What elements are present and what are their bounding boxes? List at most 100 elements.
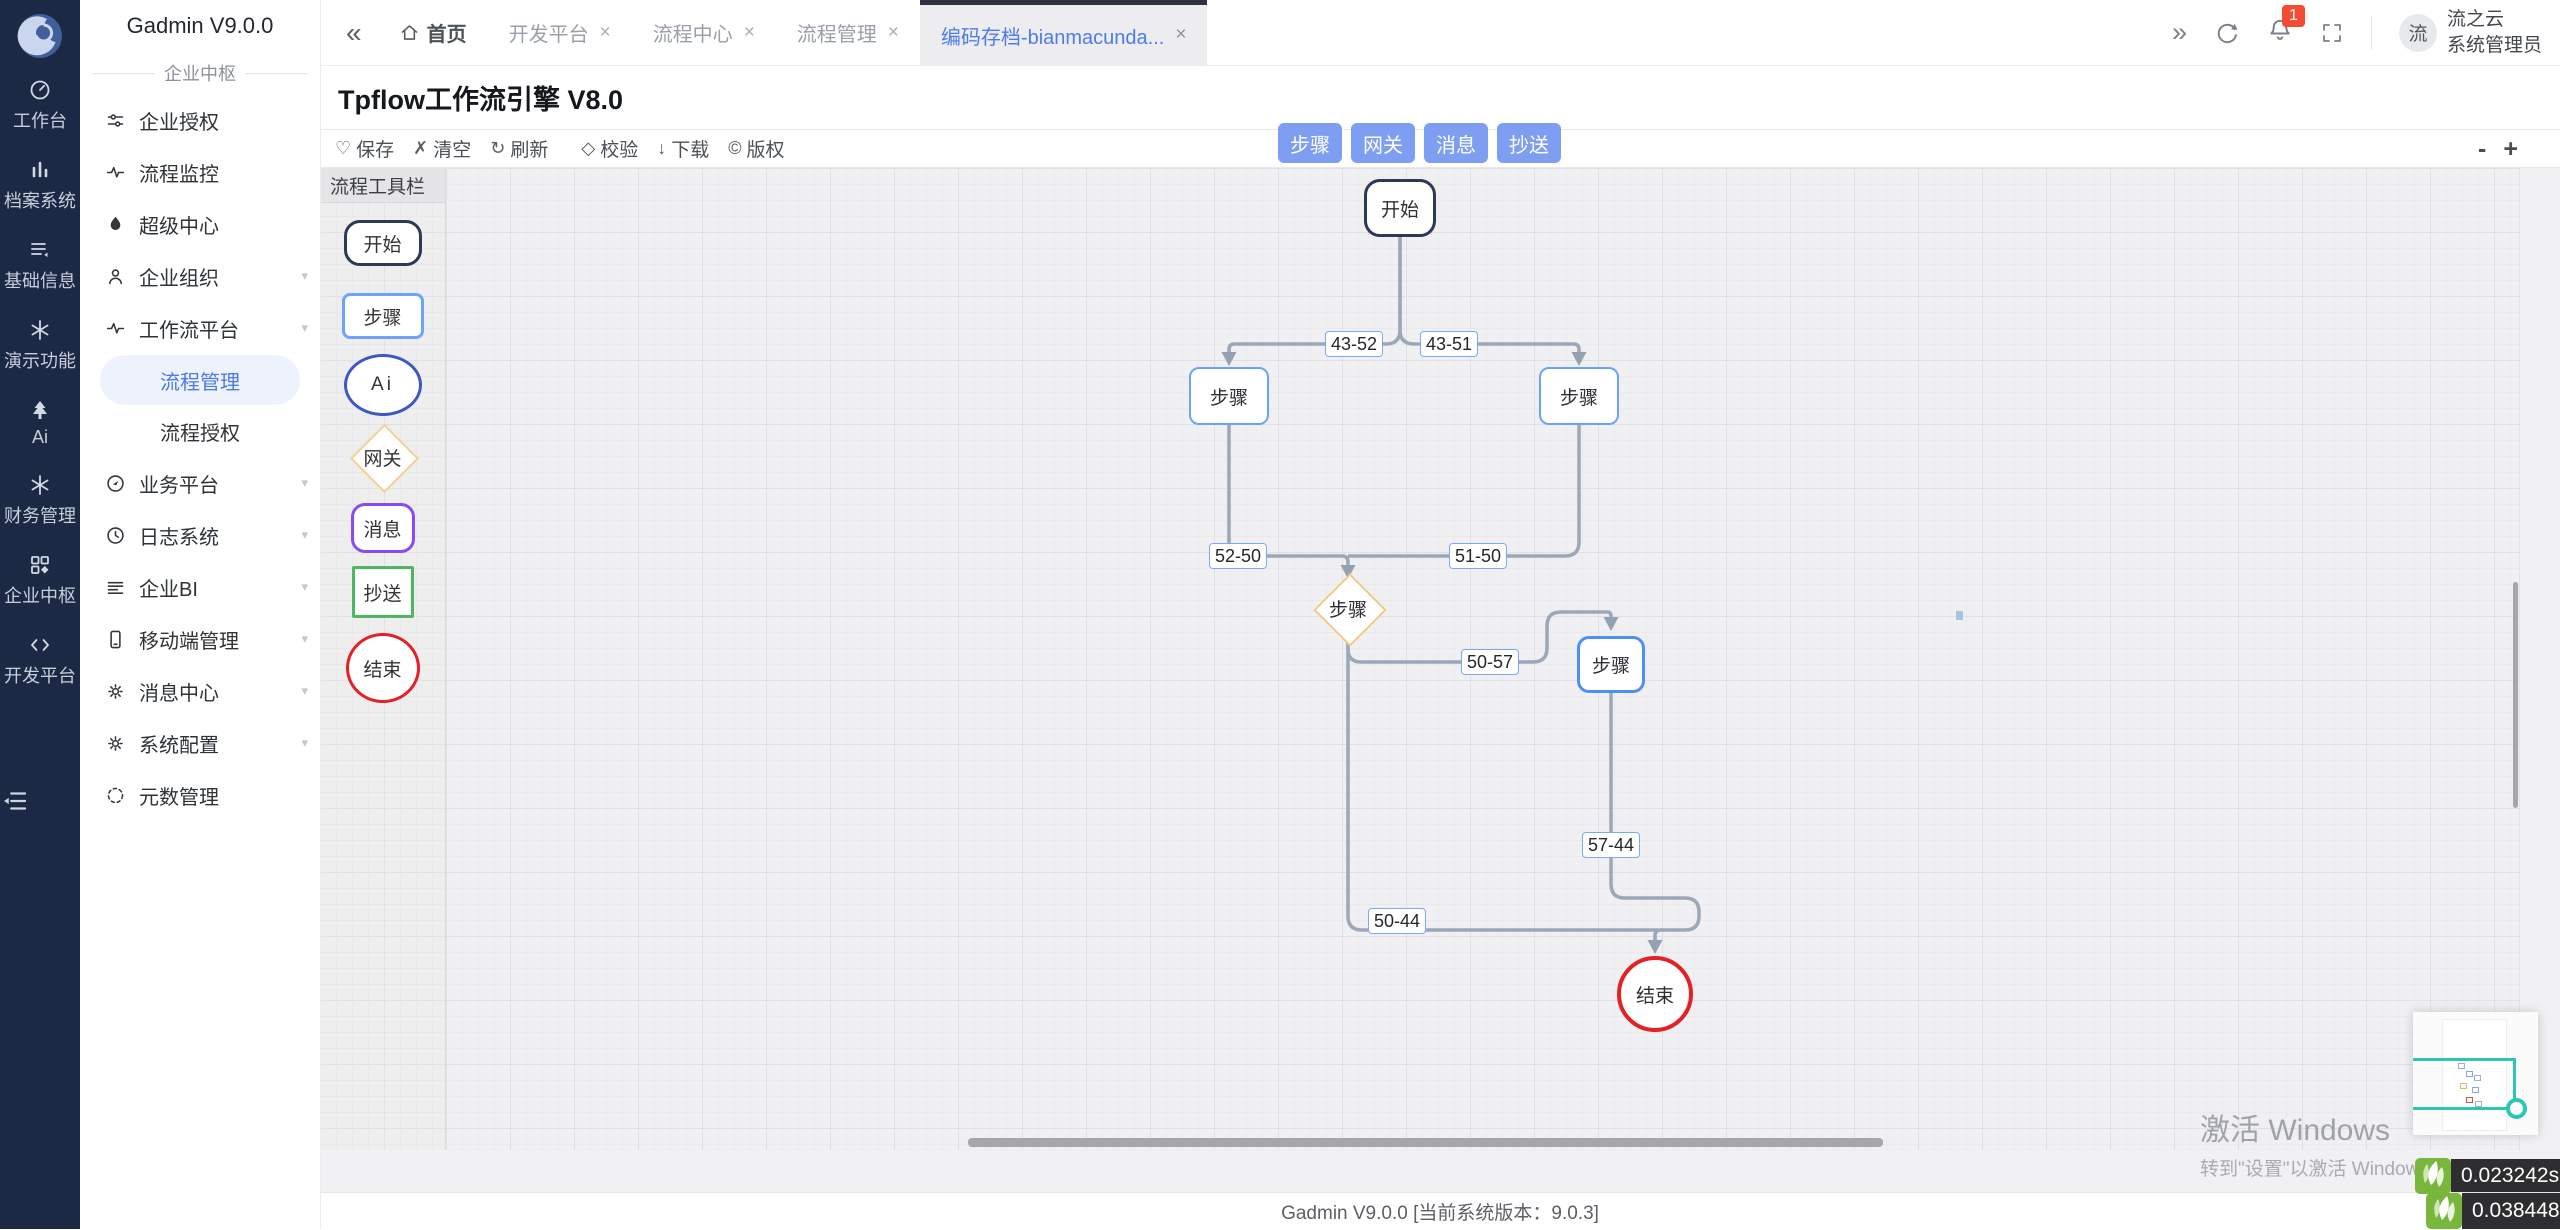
stray-node-dot [1956,611,1963,620]
sidebar-item-11[interactable]: 元数管理 [80,769,320,821]
zoom-out-button[interactable]: - [2478,135,2487,163]
sidebar-item-label: 元数管理 [139,786,219,809]
minimap[interactable] [2413,1012,2538,1135]
close-icon[interactable]: × [599,21,611,43]
fullscreen-icon[interactable] [2320,21,2344,45]
edge-label[interactable]: 50-44 [1367,908,1427,934]
add-node-button-2[interactable]: 消息 [1424,123,1488,163]
add-node-button-3[interactable]: 抄送 [1497,123,1561,163]
close-icon[interactable]: × [1175,24,1187,45]
sidebar-item-label: 业务平台 [139,474,219,497]
palette-item-ai[interactable]: Ai [343,354,422,416]
rail-item-0[interactable]: 工作台 [13,78,67,133]
minimap-node-dot [2466,1097,2473,1103]
sidebar-item-2[interactable]: 超级中心 [80,198,320,250]
app-title: Gadmin V9.0.0 [126,13,274,38]
add-node-button-1[interactable]: 网关 [1351,123,1415,163]
sidebar-item-3[interactable]: 企业组织▾ [80,250,320,302]
collapse-sidebar-icon[interactable] [0,786,30,816]
download-icon: ↓ [657,138,667,158]
expand-tabs-icon[interactable]: » [2171,17,2187,47]
sidebar-item-5[interactable]: 业务平台▾ [80,457,320,509]
toolbar-clear[interactable]: ✗清空 [413,138,472,161]
sidebar-section-label: 企业中枢 [92,60,308,86]
close-icon[interactable]: × [743,21,755,43]
app-logo-icon[interactable] [14,10,66,62]
rail-item-5[interactable]: 财务管理 [4,473,76,528]
pulse-icon [105,162,126,183]
palette-item-message[interactable]: 消息 [350,503,415,553]
flow-node-step-2[interactable]: 步骤 [1539,367,1619,425]
flow-node-step-1[interactable]: 步骤 [1189,367,1269,425]
close-icon[interactable]: × [887,21,899,43]
rail-item-3[interactable]: 演示功能 [4,318,76,373]
zoom-controls: - + [2478,135,2518,164]
sidebar-item-1[interactable]: 流程监控 [80,146,320,198]
toolbar-copyright[interactable]: ©版权 [728,138,785,161]
sidebar-item-4[interactable]: 工作流平台▾ [80,302,320,354]
refresh-icon: ↻ [490,138,506,158]
sidebar-subitem[interactable]: 流程授权 [160,422,240,445]
minimap-resize-handle[interactable] [2506,1098,2527,1119]
vertical-scrollbar[interactable] [2513,582,2518,808]
sidebar-item-6[interactable]: 日志系统▾ [80,509,320,561]
rail-item-1[interactable]: 档案系统 [4,158,76,213]
toolbar-validate[interactable]: ◇校验 [581,138,639,161]
add-node-button-0[interactable]: 步骤 [1278,123,1342,163]
edge-label[interactable]: 43-52 [1324,331,1384,357]
node-type-buttons: 步骤网关消息抄送 [1278,123,1561,163]
rail-item-label: 档案系统 [4,191,76,211]
sidebar-item-10[interactable]: 系统配置▾ [80,717,320,769]
zoom-in-button[interactable]: + [2503,135,2518,163]
horizontal-scrollbar[interactable] [968,1138,1883,1147]
user-menu[interactable]: 流 流之云 系统管理员 [2398,7,2542,57]
tab-home[interactable]: 首页 [378,0,488,65]
sidebar-item-7[interactable]: 企业BI▾ [80,561,320,613]
palette-item-copy[interactable]: 抄送 [351,566,414,618]
palette-item-start[interactable]: 开始 [343,220,422,266]
rail-item-2[interactable]: 基础信息 [4,238,76,293]
sidebar-item-0[interactable]: 企业授权 [80,94,320,146]
rail-item-7[interactable]: 开发平台 [4,633,76,688]
edge-label[interactable]: 50-57 [1460,649,1520,675]
refresh-icon[interactable] [2214,20,2240,46]
rail-item-6[interactable]: 企业中枢 [4,553,76,608]
sidebar-item-label: 企业授权 [139,111,219,134]
sidebar-item-8[interactable]: 移动端管理▾ [80,613,320,665]
sidebar-subitem[interactable]: 流程管理 [100,355,300,405]
flow-node-gateway-3[interactable]: 步骤 [1313,573,1387,647]
edge-label[interactable]: 43-51 [1419,331,1479,357]
lines-icon [105,577,126,598]
toolbar-download[interactable]: ↓下载 [657,138,710,161]
edge-label[interactable]: 57-44 [1581,832,1641,858]
tab-1[interactable]: 开发平台× [508,21,611,47]
sidebar-item-label: 工作流平台 [139,319,239,342]
tab-3[interactable]: 流程管理× [796,21,899,47]
rail-item-4[interactable]: Ai [28,398,52,448]
flow-node-start-0[interactable]: 开始 [1364,179,1436,237]
palette-item-gateway[interactable]: 网关 [349,423,419,494]
flow-node-step-selected-4[interactable]: 步骤 [1577,635,1645,693]
minimap-viewport[interactable] [2413,1058,2516,1110]
tree-icon [28,398,52,422]
collapse-tabs-icon[interactable]: « [346,16,362,48]
gear-icon [105,733,126,754]
topbar-right: » 1 流 流之云 系统管理员 [2171,0,2560,65]
chevron-down-icon: ▾ [301,683,308,698]
sidebar-item-9[interactable]: 消息中心▾ [80,665,320,717]
toolbar-refresh[interactable]: ↻刷新 [490,138,549,161]
edge-label[interactable]: 52-50 [1208,543,1268,569]
flow-toolbar: ♡保存 ✗清空 ↻刷新 ◇校验 ↓下载 ©版权 [320,130,2560,168]
toolbar-save[interactable]: ♡保存 [335,138,395,161]
edge-label[interactable]: 51-50 [1448,543,1508,569]
perf-time: 0.038448s [2462,1193,2560,1229]
palette-item-end[interactable]: 结束 [345,633,420,703]
minimap-node-dot [2458,1063,2465,1069]
divider [2370,15,2372,50]
tab-2[interactable]: 流程中心× [652,21,755,47]
palette-item-step[interactable]: 步骤 [341,293,424,339]
flow-node-end-5[interactable]: 结束 [1617,956,1693,1032]
tab-4[interactable]: 编码存档-bianmacunda...× [919,0,1208,65]
save-icon: ♡ [335,138,352,158]
